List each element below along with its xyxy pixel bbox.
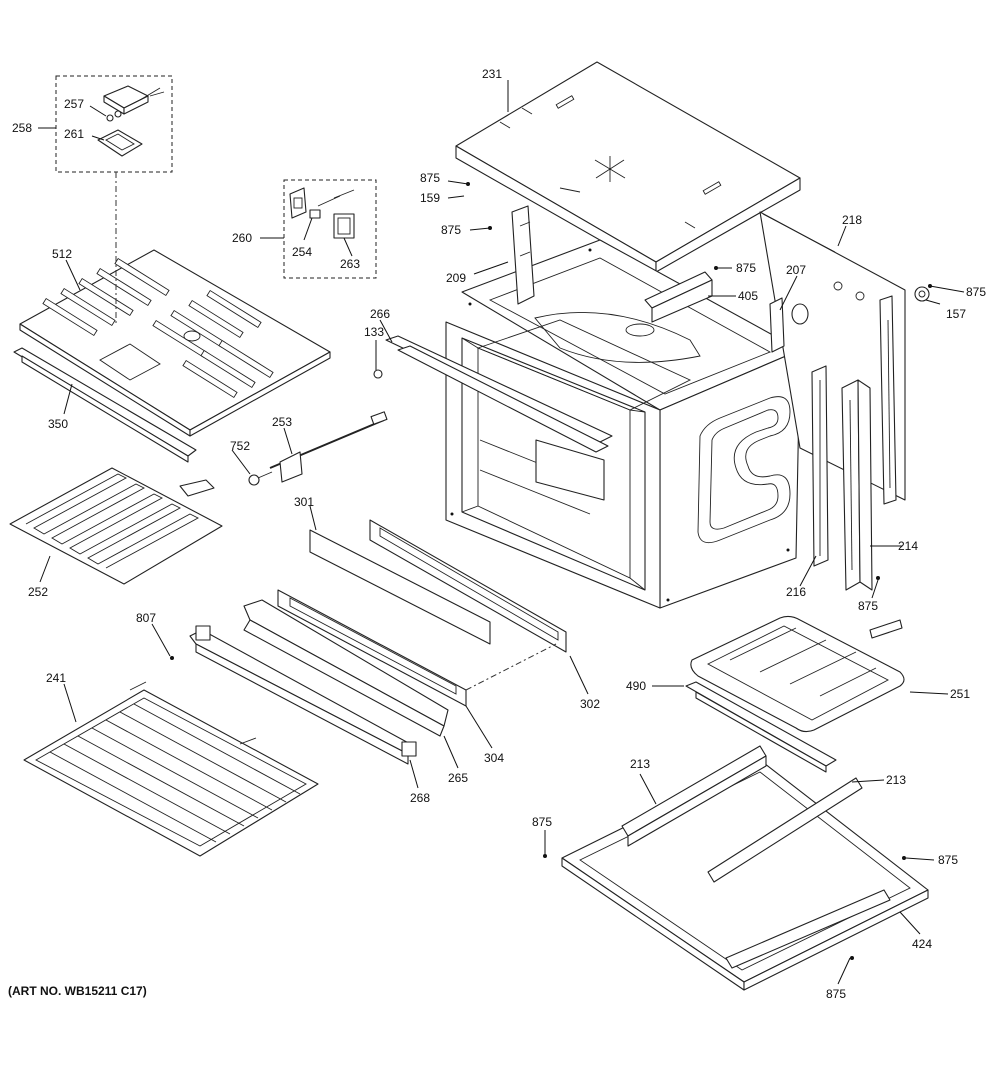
callout-231: 231	[482, 67, 502, 81]
callout-875: 875	[532, 815, 552, 829]
callout-207: 207	[786, 263, 806, 277]
callout-159: 159	[420, 191, 440, 205]
oven-bottom-512	[19, 249, 331, 437]
callout-261: 261	[64, 127, 84, 141]
side-bracket-207	[769, 297, 785, 353]
callout-405: 405	[738, 289, 758, 303]
callout-875: 875	[938, 853, 958, 867]
callout-260: 260	[232, 231, 252, 245]
callout-251: 251	[950, 687, 970, 701]
callout-209: 209	[446, 271, 466, 285]
callout-807: 807	[136, 611, 156, 625]
rail-268	[189, 625, 417, 765]
rail-213b	[707, 777, 863, 883]
callout-213: 213	[630, 757, 650, 771]
side-trim-216	[811, 365, 829, 567]
callout-875: 875	[966, 285, 986, 299]
thermostat-157	[914, 286, 930, 302]
vent-trim-266	[385, 335, 613, 453]
bake-element-252	[9, 467, 223, 585]
callout-304: 304	[484, 751, 504, 765]
callout-263: 263	[340, 257, 360, 271]
side-trim-214	[841, 379, 873, 591]
leader-lines	[38, 80, 965, 985]
callout-labels: 231 875 159 875 209 875 405 207 218 875 …	[12, 67, 986, 1001]
callout-268: 268	[410, 791, 430, 805]
art-number: (ART NO. WB15211 C17)	[8, 984, 147, 998]
callout-218: 218	[842, 213, 862, 227]
callout-875: 875	[441, 223, 461, 237]
side-bracket-209	[511, 205, 535, 305]
heat-shield-490	[685, 681, 837, 773]
callout-213: 213	[886, 773, 906, 787]
callout-424: 424	[912, 937, 932, 951]
callout-214: 214	[898, 539, 918, 553]
callout-875: 875	[826, 987, 846, 1001]
callout-241: 241	[46, 671, 66, 685]
vent-channel-265	[243, 599, 449, 737]
callout-157: 157	[946, 307, 966, 321]
oven-rack-241	[23, 681, 319, 857]
callout-254: 254	[292, 245, 312, 259]
callout-302: 302	[580, 697, 600, 711]
vent-duct-302	[535, 439, 605, 501]
callout-301: 301	[294, 495, 314, 509]
callout-512: 512	[52, 247, 72, 261]
front-trim-301	[309, 529, 491, 645]
front-trim-350	[13, 347, 197, 463]
callout-752: 752	[230, 439, 250, 453]
callout-253: 253	[272, 415, 292, 429]
callout-265: 265	[448, 771, 468, 785]
rear-bracket-218b	[879, 295, 897, 505]
broil-element-251	[690, 615, 905, 733]
callout-875: 875	[736, 261, 756, 275]
callout-257: 257	[64, 97, 84, 111]
sensor-253	[269, 411, 388, 483]
callout-875: 875	[858, 599, 878, 613]
rail-213a	[621, 745, 767, 847]
callout-875: 875	[420, 171, 440, 185]
top-panel-231	[455, 61, 801, 273]
callout-266: 266	[370, 307, 390, 321]
callout-133: 133	[364, 325, 384, 339]
rail-424b	[725, 889, 891, 969]
callout-350: 350	[48, 417, 68, 431]
callout-252: 252	[28, 585, 48, 599]
screw-752	[248, 471, 273, 486]
callout-216: 216	[786, 585, 806, 599]
kit-box-258	[55, 75, 173, 173]
kit-box-260	[283, 179, 377, 279]
callout-258: 258	[12, 121, 32, 135]
callout-490: 490	[626, 679, 646, 693]
front-trim-302	[369, 519, 567, 653]
nut-133	[373, 369, 383, 379]
